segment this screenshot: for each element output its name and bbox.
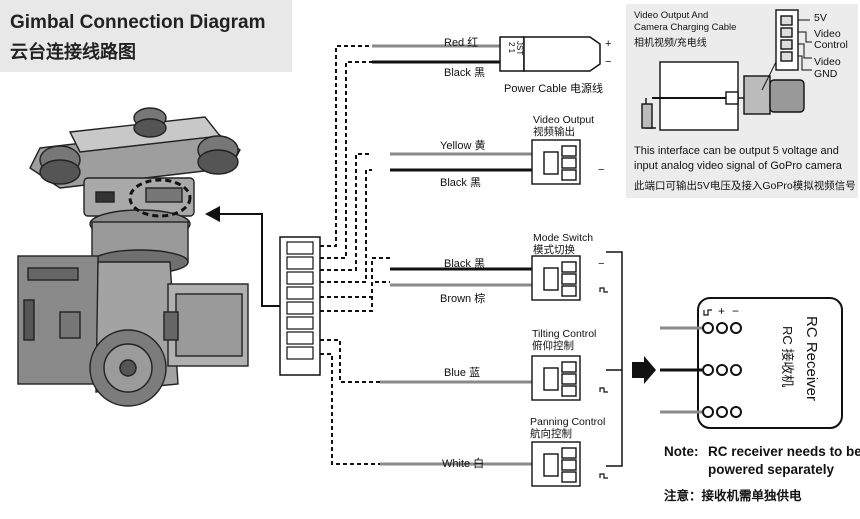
power-wire-red-label: Red 红: [444, 37, 479, 49]
mode-wire-brown-label: Brown 棕: [440, 293, 486, 305]
inset-cable-label-2: Camera Charging Cable: [634, 22, 737, 33]
power-minus: −: [605, 56, 612, 68]
video-wire-black-label: Black 黑: [440, 177, 481, 189]
video-plug: [531, 139, 581, 185]
pan-control-title-cn: 航向控制: [530, 428, 572, 440]
rc-receiver: [660, 297, 843, 429]
dashed-cables: [320, 45, 390, 465]
gimbal-illustration: [17, 107, 249, 407]
pin-video-label: Video: [814, 56, 841, 68]
arrow-to-receiver: [632, 356, 656, 384]
connector-block: [279, 236, 321, 376]
video-output-title: Video Output: [533, 114, 595, 126]
note-text-1: RC receiver needs to be: [708, 444, 860, 459]
video-cable: [390, 152, 532, 172]
note-cn: 注意：接收机需单独供电: [664, 489, 802, 503]
jst-label: JST: [515, 41, 524, 56]
video-wire-yellow-label: Yellow 黄: [440, 140, 486, 152]
video-output-title-cn: 视频输出: [533, 126, 575, 138]
mode-plug: [531, 255, 581, 301]
mode-cable: [390, 267, 532, 287]
pin-gnd-label: GND: [814, 68, 838, 80]
power-wire-black-label: Black 黑: [444, 67, 485, 79]
pan-wire-white-label: White 白: [442, 458, 485, 470]
mode-wire-black-label: Black 黑: [444, 258, 485, 270]
jst-pins: 2 1: [507, 42, 516, 54]
inset-cable-label-cn: 相机视频/充电线: [634, 38, 707, 49]
power-cable-caption: Power Cable 电源线: [504, 83, 604, 95]
signal-glyphs: [599, 287, 608, 479]
tilt-wire-blue-label: Blue 蓝: [444, 367, 481, 379]
port-highlight: [128, 178, 192, 218]
diagram-title: Gimbal Connection Diagram: [10, 12, 266, 33]
servo-plugs: [531, 139, 581, 487]
mode-switch-title-cn: 模式切换: [533, 244, 575, 256]
mode-switch-title: Mode Switch: [533, 232, 594, 244]
inset-desc-cn: 此端口可输出5V电压及接入GoPro模拟视频信号: [634, 180, 856, 192]
arrow-to-gimbal: [218, 213, 280, 307]
inset-cable-label-1: Video Output And: [634, 10, 709, 21]
inset-desc-line-2: input analog video signal of GoPro camer…: [634, 160, 842, 172]
tilt-control-title-cn: 俯仰控制: [532, 340, 574, 352]
note-text-2: powered separately: [708, 462, 835, 477]
receiver-title-cn: RC 接收机: [780, 326, 795, 388]
inset-desc-line-1: This interface can be output 5 voltage a…: [634, 145, 839, 157]
title-box: [0, 0, 292, 72]
receiver-title: RC Receiver: [803, 316, 820, 402]
pan-plug: [531, 441, 581, 487]
inset-illustration: [626, 4, 858, 198]
note-label: Note:: [664, 444, 699, 459]
pin-video-control-label-2: Control: [814, 39, 848, 51]
tilt-plug: [531, 355, 581, 401]
receiver-plus: +: [718, 304, 726, 318]
video-minus: −: [598, 164, 605, 176]
pin-5v-label: 5V: [814, 12, 827, 24]
tilt-control-title: Tilting Control: [532, 328, 597, 340]
mode-minus: −: [598, 258, 605, 270]
pin-video-control-label-1: Video: [814, 28, 841, 40]
power-cable: [372, 36, 601, 72]
diagram-title-cn: 云台连接线路图: [10, 42, 136, 62]
power-plus: +: [605, 38, 612, 50]
signal-bracket: [606, 251, 623, 467]
pan-control-title: Panning Control: [530, 416, 606, 428]
receiver-minus: −: [732, 304, 740, 318]
